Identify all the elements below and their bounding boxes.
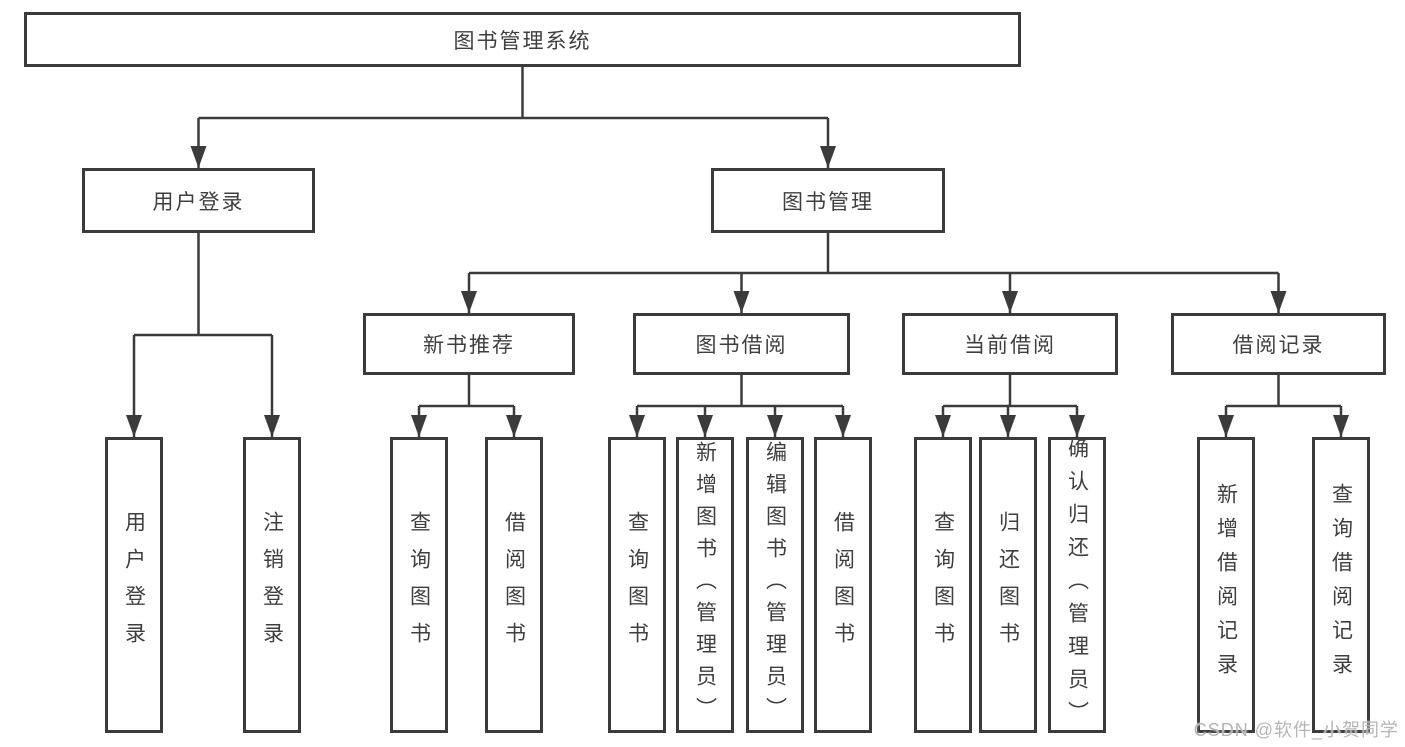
leaf-confirm-return-admin-label: 确认归还（管理员） bbox=[1065, 436, 1089, 734]
connector-user-login-children bbox=[126, 233, 280, 437]
node-borrow-records: 借阅记录 bbox=[1171, 313, 1386, 375]
leaf-confirm-return-admin: 确认归还（管理员） bbox=[1048, 436, 1106, 734]
node-book-mgmt: 图书管理 bbox=[711, 168, 945, 233]
connector-new-books-children bbox=[411, 375, 522, 437]
leaf-new-books-borrow-label: 借阅图书 bbox=[502, 511, 526, 659]
leaf-return-book: 归还图书 bbox=[979, 437, 1037, 733]
node-library-system: 图书管理系统 bbox=[24, 12, 1021, 67]
leaf-borrow-query-label: 查询图书 bbox=[625, 511, 649, 659]
leaf-edit-book-admin: 编辑图书（管理员） bbox=[746, 437, 804, 733]
node-book-mgmt-label: 图书管理 bbox=[782, 190, 874, 214]
node-borrow-records-label: 借阅记录 bbox=[1232, 334, 1325, 357]
leaf-query-borrow-record: 查询借阅记录 bbox=[1312, 437, 1370, 733]
connector-borrow-records-children bbox=[1218, 375, 1349, 437]
leaf-new-books-query-label: 查询图书 bbox=[407, 511, 431, 659]
leaf-new-books-query: 查询图书 bbox=[390, 437, 448, 733]
leaf-return-book-label: 归还图书 bbox=[996, 511, 1020, 659]
leaf-current-query-label: 查询图书 bbox=[931, 511, 955, 659]
leaf-add-book-admin: 新增图书（管理员） bbox=[676, 437, 734, 733]
leaf-borrow-query: 查询图书 bbox=[608, 437, 666, 733]
node-new-books: 新书推荐 bbox=[363, 313, 575, 375]
node-new-books-label: 新书推荐 bbox=[423, 334, 515, 357]
leaf-add-borrow-record-label: 新增借阅记录 bbox=[1214, 483, 1238, 687]
node-book-borrow: 图书借阅 bbox=[633, 313, 850, 375]
leaf-edit-book-admin-label: 编辑图书（管理员） bbox=[763, 441, 787, 729]
leaf-add-book-admin-label: 新增图书（管理员） bbox=[693, 441, 717, 729]
node-user-login: 用户登录 bbox=[82, 168, 315, 233]
csdn-watermark: CSDN @软件_小贺同学 bbox=[1193, 720, 1399, 740]
node-current-borrow-label: 当前借阅 bbox=[964, 334, 1056, 357]
leaf-add-borrow-record: 新增借阅记录 bbox=[1197, 437, 1255, 733]
connector-root-to-level2 bbox=[190, 67, 836, 168]
leaf-query-borrow-record-label: 查询借阅记录 bbox=[1329, 483, 1353, 687]
leaf-logout-label: 注销登录 bbox=[260, 511, 284, 659]
leaf-user-login: 用户登录 bbox=[105, 437, 163, 733]
leaf-borrow-book-label: 借阅图书 bbox=[831, 511, 855, 659]
leaf-new-books-borrow: 借阅图书 bbox=[485, 437, 543, 733]
connector-book-borrow-children bbox=[629, 375, 851, 437]
node-user-login-label: 用户登录 bbox=[152, 190, 245, 214]
leaf-borrow-book: 借阅图书 bbox=[814, 437, 872, 733]
node-book-borrow-label: 图书借阅 bbox=[695, 334, 788, 357]
leaf-current-query: 查询图书 bbox=[914, 437, 972, 733]
node-current-borrow: 当前借阅 bbox=[902, 313, 1118, 375]
leaf-user-login-label: 用户登录 bbox=[122, 511, 146, 659]
connector-current-borrow-children bbox=[935, 375, 1085, 437]
connector-book-mgmt-to-level3 bbox=[461, 233, 1287, 313]
leaf-logout: 注销登录 bbox=[243, 437, 301, 733]
node-library-system-label: 图书管理系统 bbox=[453, 29, 592, 53]
